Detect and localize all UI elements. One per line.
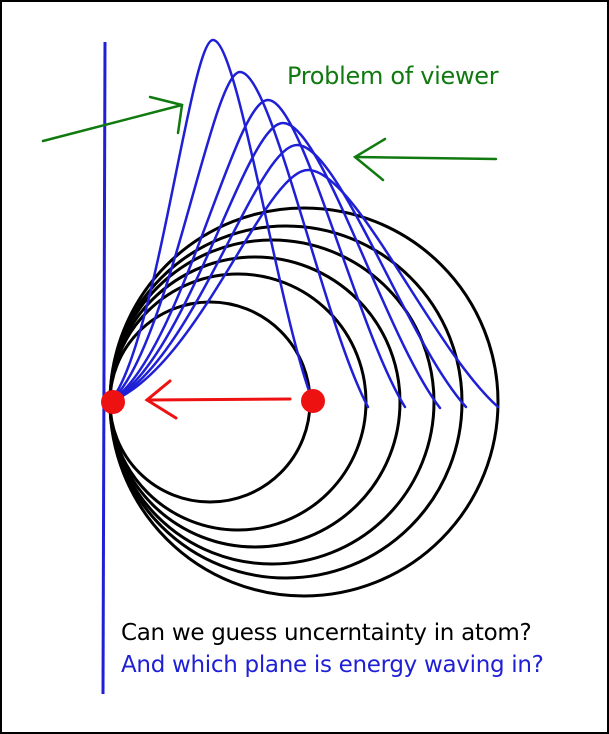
orbit-circle <box>108 224 464 580</box>
problem-of-viewer-label: Problem of viewer <box>287 62 499 90</box>
green-arrow-right-icon <box>41 95 184 143</box>
vertical-axis-line <box>101 41 107 695</box>
energy-wave <box>108 38 315 404</box>
orbit-circle <box>108 255 402 549</box>
energy-wave <box>108 98 407 409</box>
energy-waves <box>108 38 500 410</box>
energy-wave <box>108 168 500 409</box>
energy-wave <box>108 121 442 410</box>
nucleus-dot-left <box>101 390 125 414</box>
orbit-circle <box>108 238 436 566</box>
energy-wave <box>108 70 370 409</box>
red-arrow-left-icon <box>144 379 292 420</box>
uncertainty-question: Can we guess uncerntainty in atom? <box>121 620 532 646</box>
green-arrow-left-icon <box>352 137 498 182</box>
energy-wave <box>108 143 468 409</box>
energy-plane-question: And which plane is energy waving in? <box>121 652 544 678</box>
viewer-arrows <box>41 95 498 182</box>
electron-dot-right <box>301 389 325 413</box>
